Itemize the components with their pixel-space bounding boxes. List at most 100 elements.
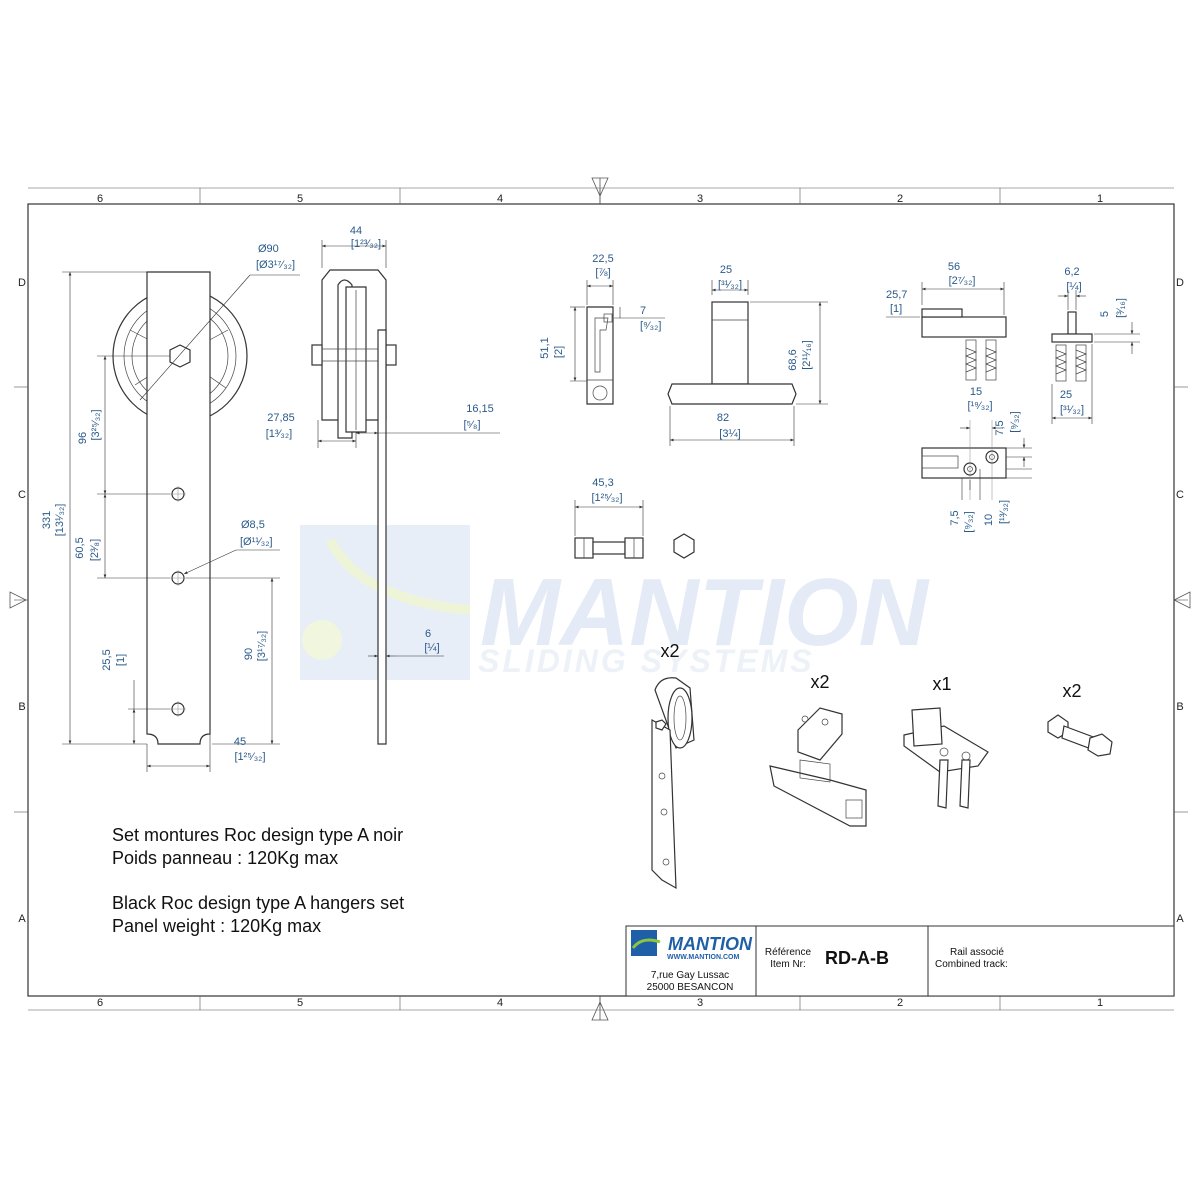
dim-10: 10: [983, 514, 995, 526]
floor-guide-view: 25 [³¹⁄₃₂] 68,6 [2¹¹⁄₁₆] 82 [3¼]: [667, 264, 828, 446]
isometric-spacer: x2: [1047, 681, 1113, 757]
col-label: 1: [1097, 997, 1103, 1009]
col-label: 5: [297, 193, 303, 205]
col-label: 3: [697, 997, 703, 1009]
col-label: 1: [1097, 193, 1103, 205]
rail-label-fr: Rail associé: [950, 947, 1004, 958]
dim-22-5-in: [⅞]: [595, 267, 610, 279]
dim-56-in: [2⁷⁄₃₂]: [949, 275, 976, 287]
dim-68-6: 68,6: [787, 349, 799, 370]
dim-60-5: 60,5: [74, 537, 86, 558]
stop-top-view: 15 [¹⁹⁄₃₂] 7,5 [⁹⁄₃₂] 7,5 [⁹⁄₃₂] 10 [¹³⁄…: [921, 386, 1032, 533]
dim-5-in: [³⁄₁₆]: [1115, 298, 1127, 318]
col-label: 6: [97, 997, 103, 1009]
dim-7: 7: [640, 305, 646, 317]
dim-25-7: 25,7: [886, 289, 907, 301]
dim-6: 6: [425, 628, 431, 640]
qty-bracket: x2: [810, 672, 829, 692]
dim-16-15-in: [⁵⁄₈]: [463, 419, 480, 431]
dim-27-85-in: [1³⁄₃₂]: [266, 428, 292, 440]
reference-value: RD-A-B: [825, 948, 889, 968]
dim-90: 90: [243, 648, 255, 660]
qty-hanger: x2: [660, 641, 679, 661]
dim-82-in: [3¼]: [719, 428, 740, 440]
logo-text: MANTION: [668, 934, 753, 954]
dim-7-in: [⁹⁄₃₂]: [640, 320, 661, 332]
note-fr-line1: Set montures Roc design type A noir: [112, 825, 403, 845]
logo-url: WWW.MANTION.COM: [667, 954, 739, 961]
dim-44-in: [1²³⁄₃₂]: [351, 238, 381, 250]
clip-side-view: 22,5 [⅞] 51,1 [2] 7 [⁹⁄₃₂]: [539, 253, 665, 405]
col-label: 5: [297, 997, 303, 1009]
dim-90-in: [3¹⁷⁄₃₂]: [256, 631, 268, 661]
dim-d8-5-in: [Ø¹¹⁄₃₂]: [240, 536, 273, 548]
dim-96: 96: [77, 432, 89, 444]
address-line1: 7,rue Gay Lussac: [651, 970, 729, 981]
dim-10-in: [¹³⁄₃₂]: [998, 500, 1010, 524]
dim-82: 82: [717, 412, 729, 424]
dim-5: 5: [1099, 311, 1111, 317]
spacer-bolt-view: 45,3 [1²⁵⁄₃₂]: [574, 477, 695, 559]
dim-331-in: [13¹⁄₃₂]: [54, 504, 66, 537]
watermark-brand: MANTION: [480, 559, 930, 666]
dim-15-in: [¹⁹⁄₃₂]: [967, 400, 992, 412]
row-label: C: [18, 489, 26, 501]
address-line2: 25000 BESANCON: [647, 982, 734, 993]
side-view-dimensions: 44 [1²³⁄₃₂] 27,85 [1³⁄₃₂] 16,15 [⁵⁄₈] 6 …: [266, 225, 500, 658]
dim-96-in: [3²⁵⁄₃₂]: [90, 409, 102, 440]
notes-block: Set montures Roc design type A noir Poid…: [112, 825, 404, 936]
drawing-frame: 6 5 4 3 2 1 6 5 4 3 2 1 D C B A D C B A: [9, 177, 1191, 1021]
watermark-tagline: SLIDING SYSTEMS: [478, 643, 815, 679]
dim-44: 44: [350, 225, 362, 237]
stop-end-view: 6,2 [¼] 5 [³⁄₁₆] 25 [³¹⁄₃₂]: [1051, 266, 1140, 424]
hanger-side-view: [311, 269, 397, 745]
dim-25-5-in: [1]: [115, 654, 127, 666]
col-label: 6: [97, 193, 103, 205]
col-label: 3: [697, 193, 703, 205]
dim-7-5a-in: [⁹⁄₃₂]: [1009, 411, 1021, 432]
stop-side-view: 56 [2⁷⁄₃₂] 25,7 [1]: [886, 261, 1007, 381]
dim-7-5a: 7,5: [994, 420, 1006, 435]
row-label: D: [18, 277, 26, 289]
dim-22-5: 22,5: [592, 253, 613, 265]
isometric-hanger: x2: [651, 641, 695, 890]
dim-45-3-in: [1²⁵⁄₃₂]: [591, 492, 622, 504]
dim-16-15: 16,15: [466, 403, 494, 415]
dim-25a-in: [³¹⁄₃₂]: [718, 279, 742, 291]
dim-45: 45: [234, 736, 246, 748]
dim-6-in: [¼]: [424, 642, 439, 654]
ref-label-en: Item Nr:: [770, 959, 806, 970]
qty-spacer: x2: [1062, 681, 1081, 701]
dim-56: 56: [948, 261, 960, 273]
dim-d8-5: Ø8,5: [241, 519, 265, 531]
dim-7-5b: 7,5: [949, 510, 961, 525]
col-label: 2: [897, 193, 903, 205]
dim-51-1-in: [2]: [553, 346, 565, 358]
isometric-stop: x1: [903, 674, 989, 809]
dim-25a: 25: [720, 264, 732, 276]
ref-label-fr: Référence: [765, 947, 812, 958]
note-fr-line2: Poids panneau : 120Kg max: [112, 848, 338, 868]
dim-6-2: 6,2: [1064, 266, 1079, 278]
company-logo: MANTION WWW.MANTION.COM: [631, 930, 753, 961]
dim-15: 15: [970, 386, 982, 398]
col-label: 4: [497, 997, 503, 1009]
dim-45-3: 45,3: [592, 477, 613, 489]
row-label: C: [1176, 489, 1184, 501]
dim-51-1: 51,1: [539, 337, 551, 358]
dim-7-5b-in: [⁹⁄₃₂]: [963, 511, 975, 532]
dim-60-5-in: [2³⁄₈]: [89, 539, 101, 561]
col-label: 4: [497, 193, 503, 205]
dim-25-7-in: [1]: [890, 303, 902, 315]
front-view-dimensions: 331 [13¹⁄₃₂] 96 [3²⁵⁄₃₂] 60,5 [2³⁄₈] 25,…: [41, 243, 300, 772]
note-en-line1: Black Roc design type A hangers set: [112, 893, 404, 913]
dim-68-6-in: [2¹¹⁄₁₆]: [801, 340, 813, 370]
dim-25b: 25: [1060, 389, 1072, 401]
dim-45-in: [1²⁵⁄₃₂]: [234, 751, 265, 763]
col-label: 2: [897, 997, 903, 1009]
row-label: B: [18, 701, 25, 713]
row-label: A: [18, 913, 26, 925]
rail-label-en: Combined track:: [935, 959, 1008, 970]
dim-d90-in: [Ø3¹⁷⁄₃₂]: [256, 259, 295, 271]
